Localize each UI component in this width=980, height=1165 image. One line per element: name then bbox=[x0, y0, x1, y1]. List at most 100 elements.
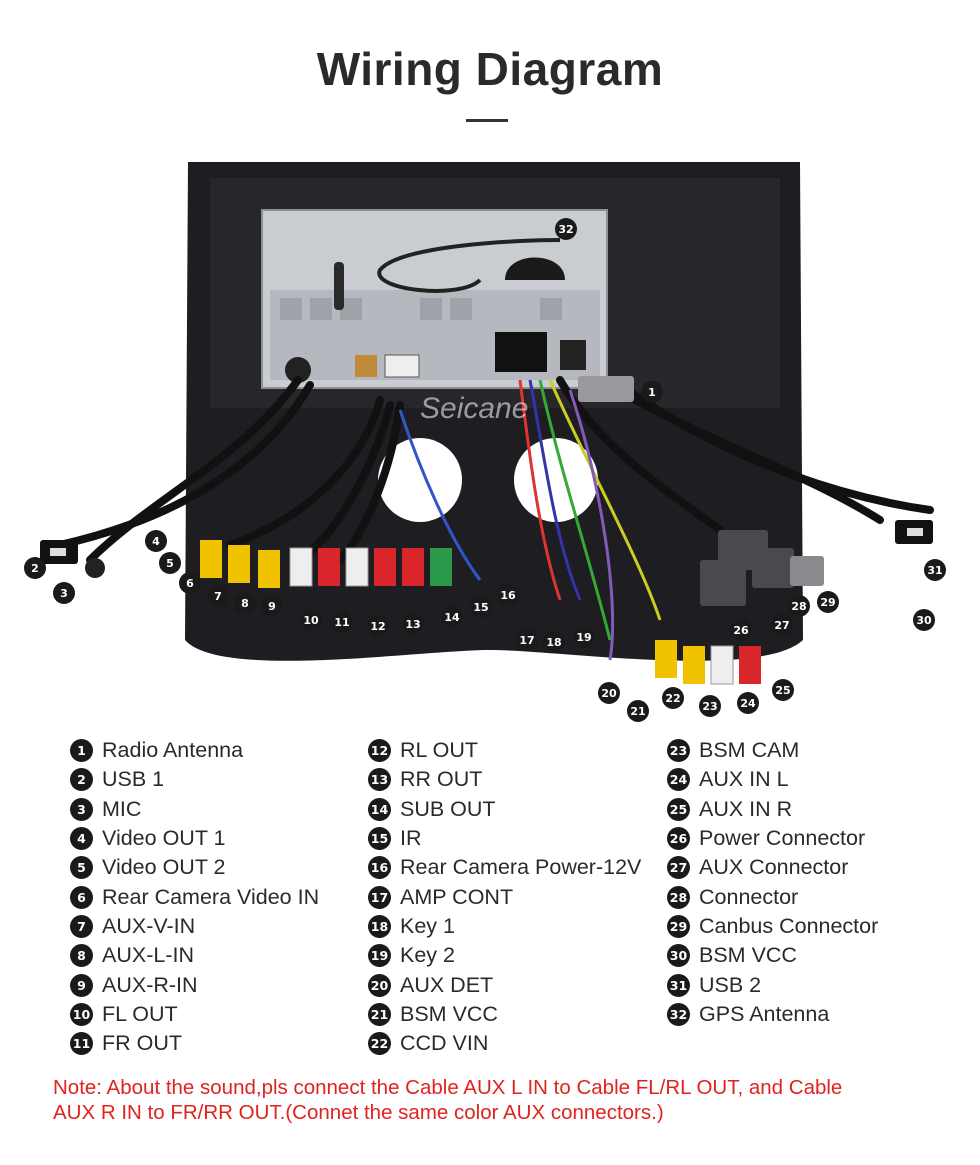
photo-number-21: 21 bbox=[627, 700, 649, 722]
photo-number-text: 10 bbox=[303, 614, 319, 627]
photo-number-circle bbox=[207, 585, 229, 607]
legend-number-badge: 4 bbox=[70, 827, 93, 851]
legend-label: IR bbox=[400, 826, 422, 851]
photo-number-29: 29 bbox=[817, 591, 839, 613]
legend-label: USB 1 bbox=[102, 767, 165, 792]
photo-number-22: 22 bbox=[662, 687, 684, 709]
legend-label: Canbus Connector bbox=[699, 913, 879, 938]
photo-number-14: 14 bbox=[441, 606, 463, 628]
photo-number-text: 23 bbox=[702, 700, 717, 713]
legend-label: AUX-L-IN bbox=[102, 943, 194, 968]
photo-number-17: 17 bbox=[516, 629, 538, 651]
photo-number-circle bbox=[234, 592, 256, 614]
legend-number-badge: 3 bbox=[70, 797, 93, 821]
legend-label: Power Connector bbox=[699, 826, 866, 851]
photo-number-28: 28 bbox=[788, 595, 810, 617]
legend-label: AUX-R-IN bbox=[102, 972, 198, 997]
photo-number-8: 8 bbox=[234, 592, 256, 614]
photo-number-text: 24 bbox=[740, 697, 756, 710]
photo-number-text: 26 bbox=[733, 624, 749, 637]
legend-label: Key 1 bbox=[400, 913, 455, 938]
note-line-1: Note: About the sound,pls connect the Ca… bbox=[53, 1076, 843, 1099]
photo-number-circle bbox=[543, 631, 565, 653]
legend-item-15: 15 IR bbox=[368, 824, 641, 853]
legend-number-badge: 27 bbox=[667, 856, 690, 880]
photo-number-circle bbox=[662, 687, 684, 709]
photo-number-circle bbox=[367, 615, 389, 637]
legend-label: FL OUT bbox=[102, 1001, 178, 1026]
photo-number-circle bbox=[497, 584, 519, 606]
photo-number-circle bbox=[555, 218, 577, 240]
photo-number-circle bbox=[598, 682, 620, 704]
legend-label: CCD VIN bbox=[400, 1031, 489, 1056]
legend-number-badge: 1 bbox=[70, 739, 93, 763]
legend-number-badge: 15 bbox=[368, 827, 391, 851]
legend-number-badge: 13 bbox=[368, 768, 391, 792]
photo-number-text: 8 bbox=[241, 597, 249, 610]
photo-number-10: 10 bbox=[300, 609, 322, 631]
photo-number-text: 4 bbox=[152, 535, 160, 548]
legend-number-badge: 32 bbox=[667, 1002, 690, 1026]
photo-number-5: 5 bbox=[159, 552, 181, 574]
photo-number-19: 19 bbox=[573, 626, 595, 648]
photo-number-text: 2 bbox=[31, 562, 39, 575]
photo-number-text: 31 bbox=[927, 564, 942, 577]
photo-number-circle bbox=[159, 552, 181, 574]
gps-antenna bbox=[505, 257, 565, 280]
legend-label: AUX IN L bbox=[699, 767, 789, 792]
photo-number-circle bbox=[771, 614, 793, 636]
photo-number-3: 3 bbox=[53, 582, 75, 604]
photo-number-circle bbox=[300, 609, 322, 631]
photo-number-circle bbox=[817, 591, 839, 613]
legend-number-badge: 23 bbox=[667, 739, 690, 763]
photo-number-circle bbox=[470, 596, 492, 618]
photo-number-circle bbox=[402, 613, 424, 635]
photo-number-text: 32 bbox=[558, 223, 573, 236]
rca-row-left bbox=[200, 540, 452, 588]
photo-number-11: 11 bbox=[331, 611, 353, 633]
photo-number-12: 12 bbox=[367, 615, 389, 637]
photo-number-text: 30 bbox=[916, 614, 932, 627]
legend-label: Key 2 bbox=[400, 943, 455, 968]
photo-number-text: 11 bbox=[334, 616, 349, 629]
photo-number-31: 31 bbox=[924, 559, 946, 581]
legend-number-badge: 11 bbox=[70, 1032, 93, 1056]
photo-number-text: 5 bbox=[166, 557, 174, 570]
legend-number-badge: 16 bbox=[368, 856, 391, 880]
photo-number-30: 30 bbox=[913, 609, 935, 631]
photo-number-circle bbox=[788, 595, 810, 617]
legend-number-badge: 26 bbox=[667, 827, 690, 851]
photo-number-circle bbox=[772, 679, 794, 701]
legend-number-badge: 25 bbox=[667, 797, 690, 821]
photo-number-circle bbox=[737, 692, 759, 714]
photo-number-27: 27 bbox=[771, 614, 793, 636]
legend-number-badge: 10 bbox=[70, 1002, 93, 1026]
photo-number-text: 9 bbox=[268, 600, 276, 613]
photo-number-6: 6 bbox=[179, 572, 201, 594]
legend-label: RR OUT bbox=[400, 767, 483, 792]
photo-number-circle bbox=[699, 695, 721, 717]
legend-label: Connector bbox=[699, 884, 799, 909]
